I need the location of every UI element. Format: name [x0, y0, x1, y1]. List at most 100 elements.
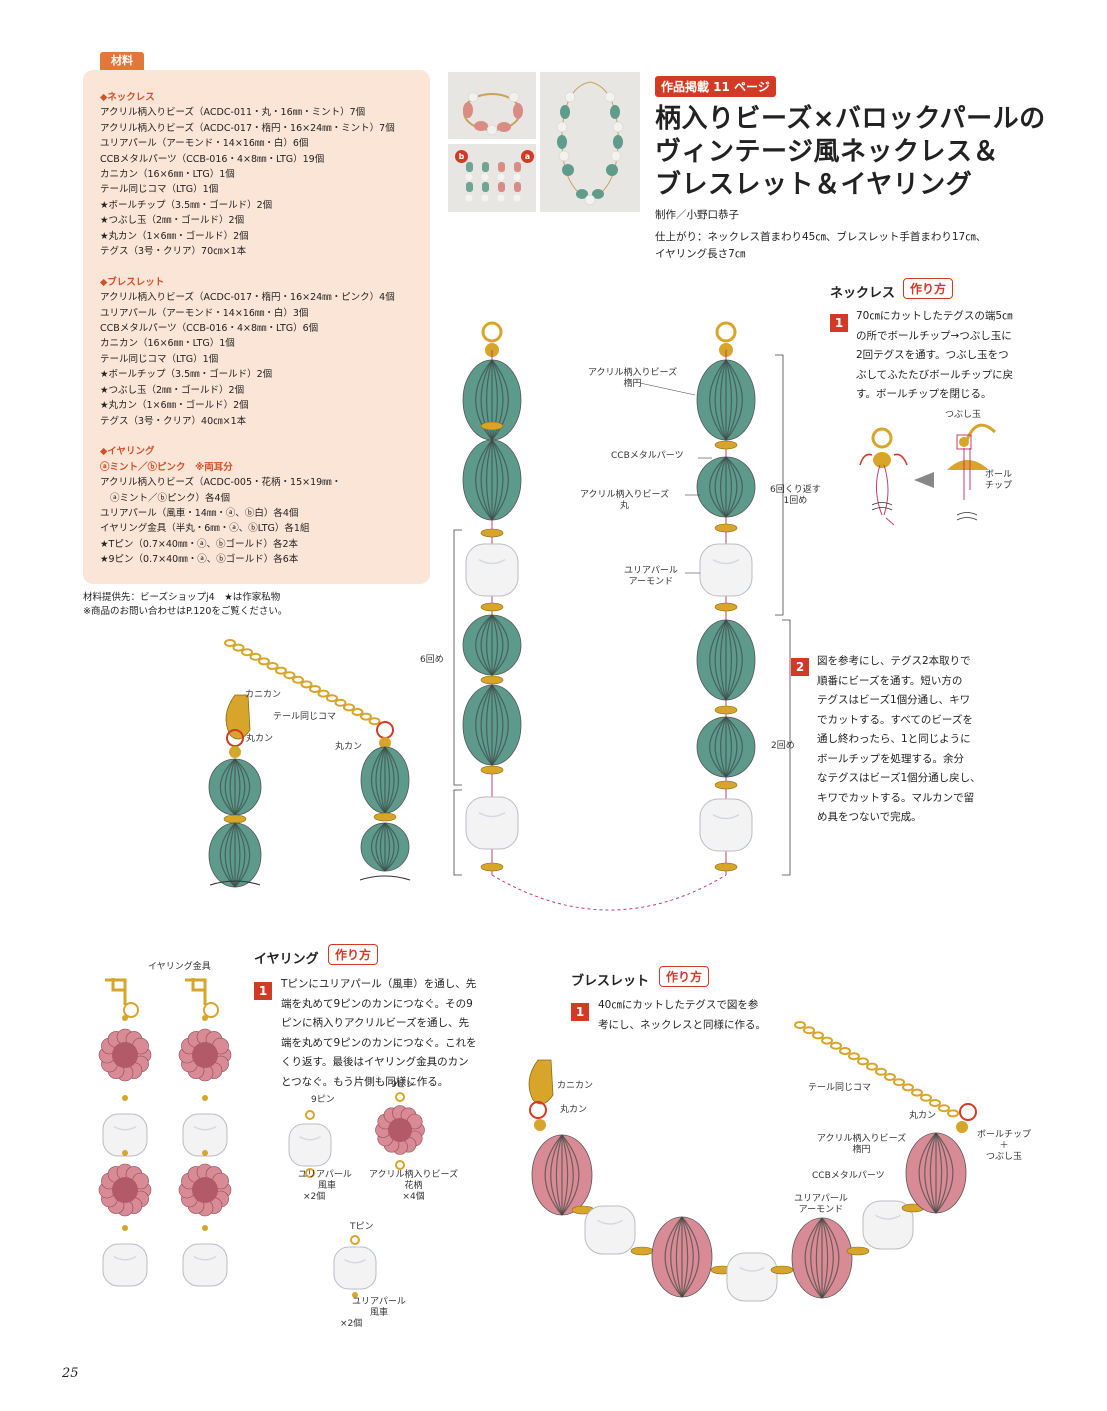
pin-loop: [202, 1225, 208, 1231]
ccb-spacer: [223, 814, 247, 824]
bead-stripe: [371, 746, 386, 814]
bead-stripe: [491, 439, 504, 521]
flower-center: [192, 1042, 218, 1068]
step-line: でカットする。すべてのビーズを: [817, 713, 973, 726]
label-line: アクリル柄入りビーズ: [588, 368, 678, 378]
bead-stripe: [229, 758, 236, 816]
bead-stripe: [371, 822, 386, 872]
label-marukan2: 丸カン: [335, 742, 363, 752]
label-acrylic-round: アクリル柄入りビーズ 丸: [580, 490, 669, 512]
bead-stripe: [491, 614, 509, 676]
jump-ring: [123, 1002, 139, 1018]
bead-stripe: [555, 1134, 563, 1216]
jump-ring: [715, 321, 737, 343]
bead-stripe: [491, 359, 509, 441]
earring-section-label: イヤリング: [254, 952, 319, 967]
bead-stripe: [714, 359, 727, 441]
bead-stripe: [725, 716, 733, 778]
chain-link: [848, 1052, 860, 1061]
label-bracelet-marukan: 丸カン: [560, 1105, 588, 1115]
step-line: の所でボールチップ→つぶし玉に: [856, 329, 1012, 342]
chain-link: [902, 1083, 914, 1092]
bracelet-photo-art: [463, 91, 523, 136]
chain-link: [938, 1104, 950, 1113]
bead-stripe: [561, 1134, 574, 1216]
step-line: 70㎝にカットしたテグスの端5㎝: [856, 310, 1013, 322]
step-line: 40㎝にカットしたテグスで図を参: [598, 999, 759, 1011]
step-line: ぶしてふたたびボールチップに戻: [856, 368, 1014, 381]
bracket-repeat: [775, 354, 784, 616]
chain-link: [893, 1078, 905, 1087]
label-line: ユリアパール: [352, 1297, 406, 1307]
ccb-spacer: [480, 675, 504, 685]
necklace-step-2-text: 図を参考にし、テグス2本取りで順番にビーズを通す。短い方のテグスはビーズ1個分通…: [817, 652, 981, 828]
bead-stripe: [681, 1216, 700, 1298]
ccb-spacer: [714, 780, 738, 790]
label-tpin: Tピン: [350, 1222, 374, 1232]
bead-stripe: [234, 758, 251, 816]
jump-ring: [529, 1101, 547, 1119]
thread-loop: [491, 874, 727, 911]
flower-center: [192, 1177, 218, 1203]
chain-link: [360, 712, 372, 721]
label-ccb: CCBメタルパーツ: [611, 451, 684, 461]
pearl-highlight: [875, 1214, 901, 1220]
ball-chip: [229, 746, 241, 758]
bead-stripe: [725, 359, 733, 441]
label-sixth: 6回め: [420, 655, 444, 665]
chain-link: [224, 639, 236, 647]
earring-step-1-number: 1: [254, 982, 272, 1000]
ccb-spacer: [714, 602, 738, 612]
chain-link: [866, 1062, 878, 1071]
chain-link: [232, 643, 245, 652]
ccb-spacer: [630, 1246, 654, 1256]
pearl-highlight: [712, 813, 740, 820]
jump-ring: [376, 721, 394, 739]
label-line: 丸: [620, 501, 630, 511]
ccb-spacer: [480, 421, 504, 431]
bead-stripe: [485, 614, 493, 676]
nine-pin: [305, 1168, 315, 1178]
materials-footer-line: ※商品のお問い合わせはP.120をご覧ください。: [83, 606, 288, 617]
necklace-photo-art: [556, 81, 624, 206]
pearl-almond: [699, 543, 753, 597]
bead-stripe: [480, 614, 493, 676]
photo-badge-a: a: [521, 150, 534, 163]
material-line: ◆ネックレス: [100, 92, 155, 103]
bead-stripe: [491, 614, 499, 676]
bead-stripe: [561, 1134, 569, 1216]
chain-link: [368, 717, 381, 726]
bracelet-diagram: [528, 1021, 977, 1302]
material-line: アクリル柄入りビーズ（ACDC-011・丸・16㎜・ミント）7個: [100, 107, 366, 119]
lobster-clasp: [225, 694, 251, 740]
material-line: ⓐミント／ⓑピンク）各4個: [110, 492, 231, 504]
label-line: つぶし玉: [986, 1152, 1023, 1162]
label-line: 花柄: [404, 1181, 423, 1191]
bead-stripe: [681, 1216, 694, 1298]
pin-loop: [122, 1015, 128, 1021]
bead-stripe: [725, 619, 743, 701]
label-line: ボールチップ: [977, 1130, 1032, 1140]
bead-stripe: [725, 456, 743, 518]
material-line: カニカン（16×6㎜・LTG）1個: [100, 338, 235, 350]
pearl-windmill: [102, 1113, 148, 1157]
t-pin-head: [352, 1292, 358, 1298]
ccb-spacer: [480, 602, 504, 612]
ccb-spacer: [714, 862, 738, 872]
necklace-section-label: ネックレス: [830, 286, 896, 301]
bead-stripe: [375, 746, 386, 814]
label-pearl-windmill: ユリアパール 風車 ×2個: [298, 1170, 352, 1203]
material-line: [100, 259, 395, 274]
label-bracelet-acrylic-oval: アクリル柄入りビーズ 楕円: [817, 1134, 906, 1156]
chain-link: [326, 694, 338, 703]
bead-stripe: [924, 1132, 937, 1214]
label-marukan: 丸カン: [246, 734, 274, 744]
chain-link: [266, 662, 279, 670]
pearl-highlight: [193, 1125, 217, 1131]
bead-stripe: [709, 456, 727, 518]
chain-link: [929, 1099, 941, 1107]
necklace-strand-diagram: [453, 321, 791, 911]
label-line: ユリアパール: [624, 566, 678, 576]
label-second: 2回め: [771, 741, 795, 751]
arrow-icon: [914, 472, 934, 488]
